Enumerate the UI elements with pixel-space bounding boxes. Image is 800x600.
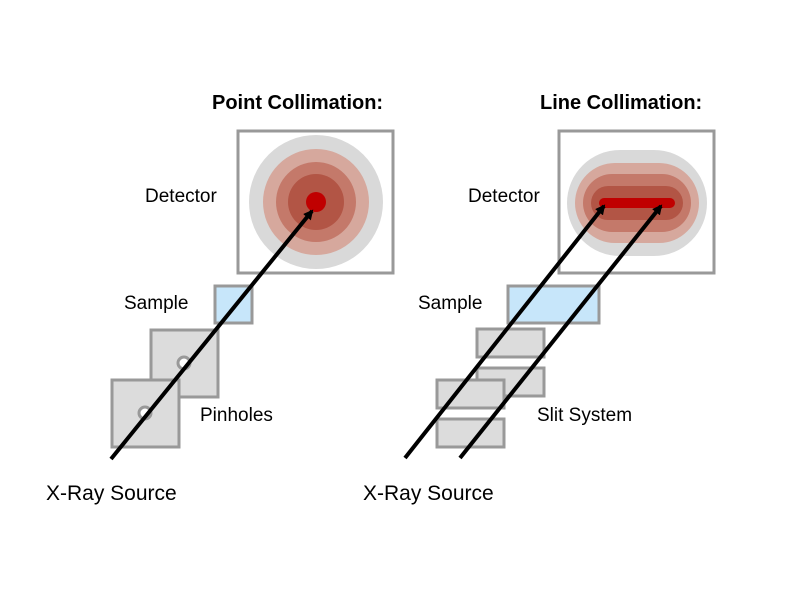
slit-system-label: Slit System xyxy=(537,405,632,426)
line-sample-box xyxy=(506,284,601,325)
pinholes-label: Pinholes xyxy=(200,405,273,426)
point-collimation-panel: Point Collimation: Detector Sample Pinho… xyxy=(46,92,395,505)
point-sample-label: Sample xyxy=(124,293,188,314)
point-sample-box xyxy=(213,284,254,325)
line-beam-arrow-right xyxy=(458,204,663,460)
point-beam-arrow xyxy=(109,209,314,461)
point-source-label: X-Ray Source xyxy=(46,482,177,505)
point-detector-label: Detector xyxy=(145,186,217,207)
line-detector-label: Detector xyxy=(468,186,540,207)
line-scatter-center xyxy=(599,198,675,208)
line-beam-arrow-left xyxy=(403,204,606,460)
line-sample-label: Sample xyxy=(418,293,482,314)
line-source-label: X-Ray Source xyxy=(363,482,494,505)
line-collimation-panel: Line Collimation: Detector Sample Slit S… xyxy=(363,92,716,505)
line-scatter-pattern xyxy=(567,150,707,256)
line-collimation-title: Line Collimation: xyxy=(540,92,702,114)
point-collimation-title: Point Collimation: xyxy=(212,92,383,114)
point-scatter-pattern xyxy=(249,135,383,269)
point-scatter-center xyxy=(306,192,326,212)
